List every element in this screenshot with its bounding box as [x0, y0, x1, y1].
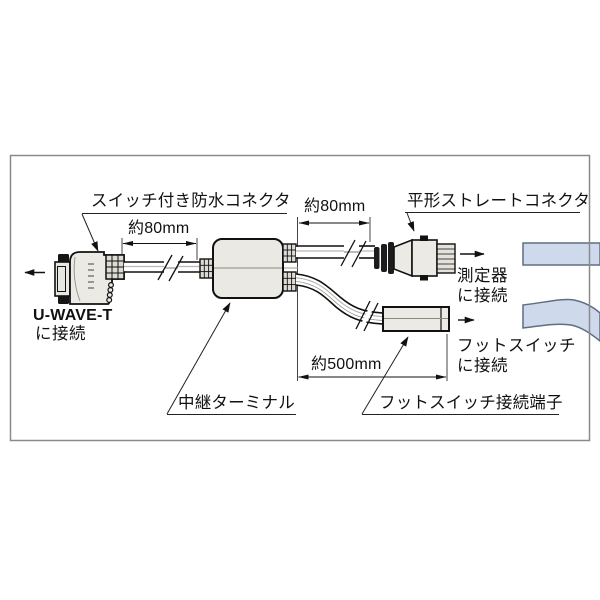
label-footswitch-connect: に接続: [457, 357, 508, 375]
footswitch-cable: [295, 273, 384, 332]
uwave-strain-relief: [105, 254, 125, 280]
cable-break-symbol: [355, 300, 379, 332]
footswitch-terminal-graphic: [382, 306, 450, 332]
label-footswitch: フットスイッチ: [457, 337, 576, 355]
instrument-cable: [296, 239, 375, 268]
dimension-500mm: 約500mm: [311, 356, 382, 373]
relay-exit-top: [282, 243, 297, 263]
callout-leaders: [81, 212, 580, 415]
cable-break-symbol: [340, 239, 367, 268]
dimension-80mm-left: 約80mm: [128, 220, 190, 237]
footswitch-stub: [522, 298, 600, 342]
uwave-cable: [124, 254, 205, 282]
label-instrument-connect: に接続: [457, 287, 508, 305]
dimension-lines: [122, 220, 447, 380]
relay-terminal-graphic: [199, 238, 298, 299]
flat-straight-connector-graphic: [374, 235, 456, 281]
connector-molded-marks: [88, 263, 94, 289]
cable-break-symbol: [157, 254, 184, 282]
label-instrument: 測定器: [457, 267, 508, 285]
uwave-connector-graphic: [54, 251, 125, 305]
diagram-frame-border: [9, 154, 591, 442]
label-footswitch-terminal: フットスイッチ接続端子: [379, 394, 563, 412]
dimension-80mm-right: 約80mm: [304, 198, 366, 215]
label-switch-waterproof-connector: スイッチ付き防水コネクタ: [91, 192, 291, 210]
label-relay-terminal: 中継ターミナル: [178, 394, 295, 412]
label-uwave-connect: に接続: [35, 325, 86, 343]
connect-arrows: [24, 250, 485, 324]
dimension-extension-lines: [121, 217, 448, 381]
relay-exit-bottom: [282, 271, 297, 292]
measuring-instrument-stub: [522, 242, 600, 266]
label-flat-straight-connector: 平形ストレートコネクタ: [407, 192, 591, 210]
label-uwave-t: U-WAVE-T: [33, 307, 113, 324]
